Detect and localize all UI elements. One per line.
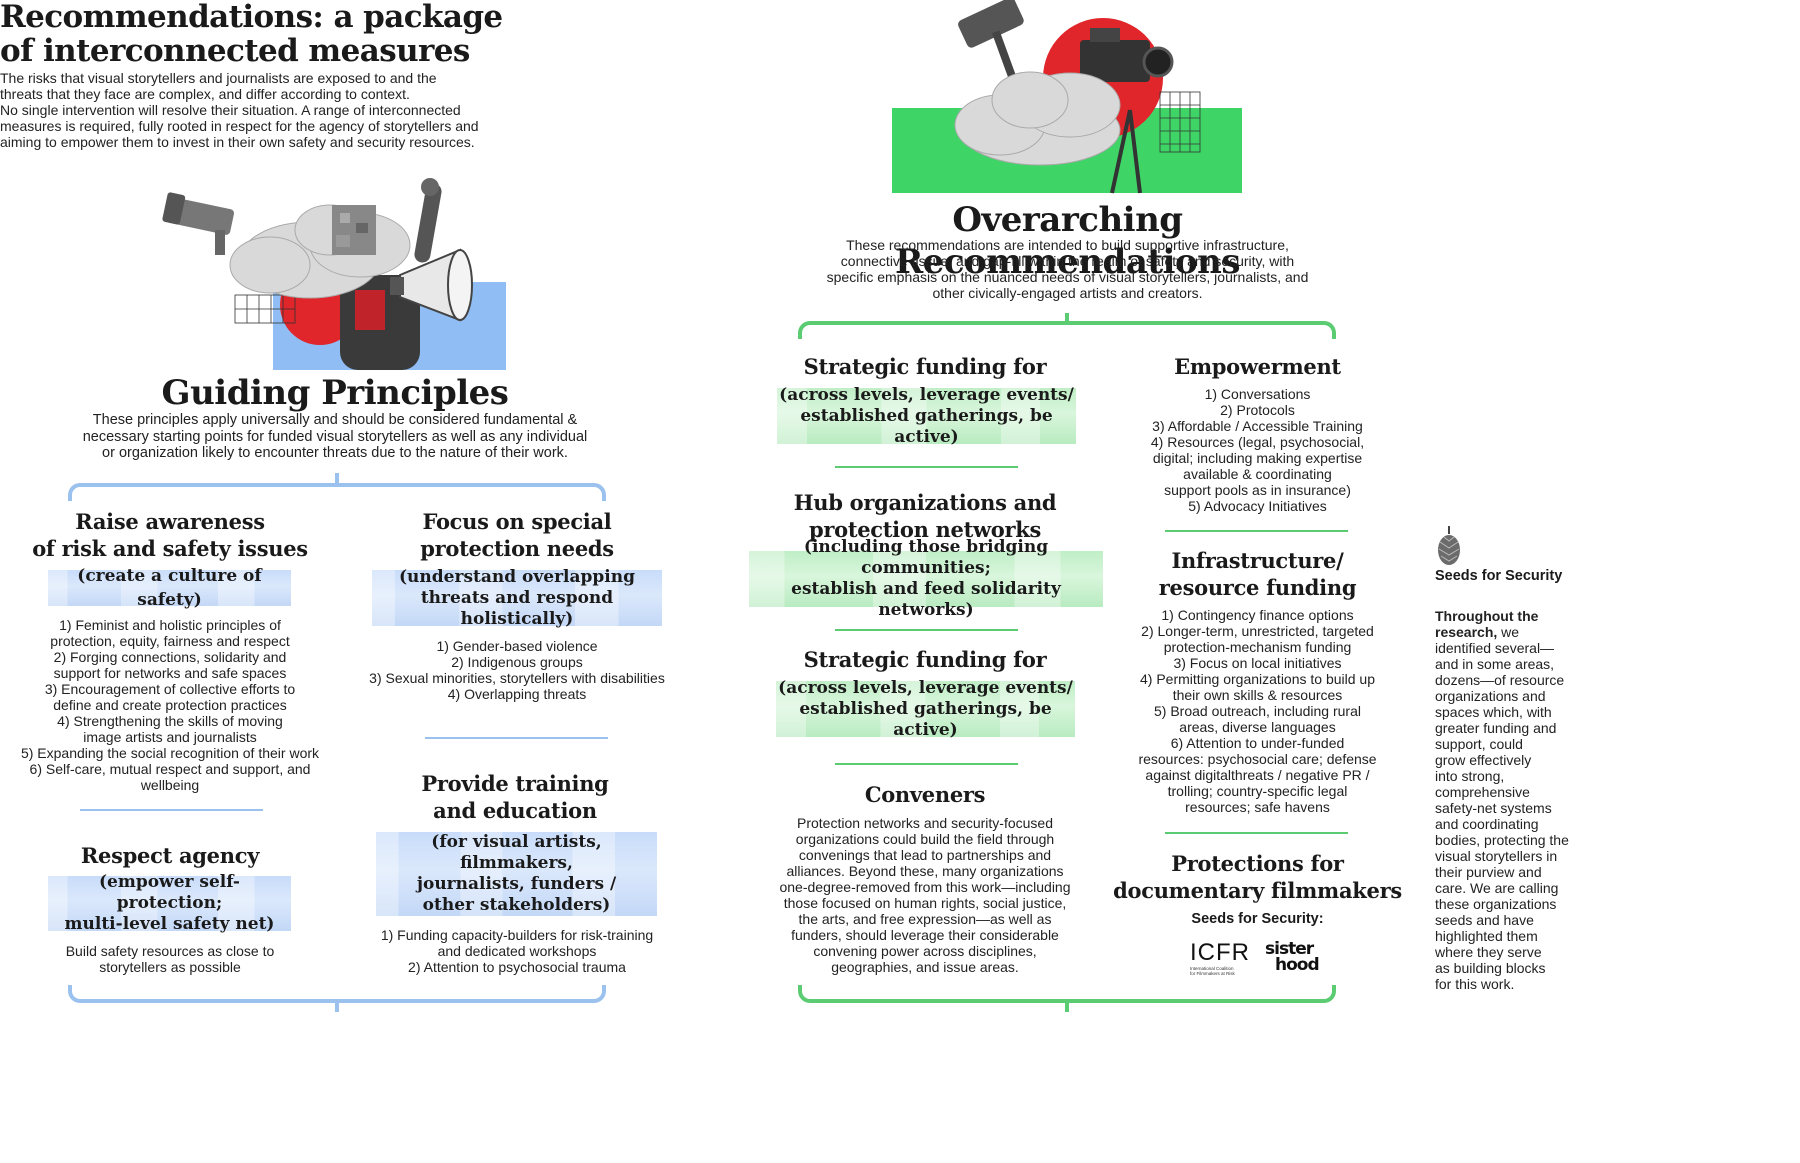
- cloud-icon: [954, 71, 1121, 166]
- page-title-line2: of interconnected measures: [0, 33, 470, 69]
- icfr-logo-subtext: International Coalition for Filmmakers a…: [1190, 966, 1235, 976]
- overarching-illustration: [890, 0, 1245, 195]
- video-camera-icon: [1080, 28, 1174, 194]
- hub-pill-text: (including those bridging communities; e…: [791, 537, 1061, 620]
- icfr-logo-text: ICFR: [1190, 939, 1250, 966]
- page-title-line1: Recommendations: a package: [0, 0, 503, 35]
- sisterhood-logo-top: sister: [1265, 939, 1314, 959]
- sisterhood-logo-bottom: hood: [1275, 955, 1320, 975]
- megaphone-icon: [390, 248, 473, 322]
- training-title: Provide training and education: [421, 771, 609, 823]
- training-list: 1) Funding capacity-builders for risk-tr…: [380, 927, 654, 975]
- overarching-divider-1: [835, 466, 1018, 468]
- respect-agency-pill-text: (empower self-protection; multi-level sa…: [64, 872, 275, 934]
- conveners-body: Protection networks and security-focused…: [779, 815, 1071, 975]
- overarching-divider-3: [835, 763, 1018, 765]
- infrastructure-list: 1) Contingency finance options 2) Longer…: [1138, 607, 1377, 815]
- strategic-funding-pill-2: (across levels, leverage events/ establi…: [776, 678, 1075, 740]
- respect-agency-pill: (empower self-protection; multi-level sa…: [48, 872, 291, 934]
- sidebar-lead: Throughout the research,: [1435, 608, 1539, 640]
- guiding-bracket-bottom-stem: [335, 1000, 339, 1012]
- overarching-intro: These recommendations are intended to bu…: [826, 237, 1309, 301]
- overarching-bracket-bottom-stem: [1065, 1000, 1069, 1012]
- overarching-bracket-top-stem: [1065, 313, 1069, 325]
- raise-awareness-pill: (create a culture of safety): [48, 566, 291, 610]
- infrastructure-title: Infrastructure/ resource funding: [1158, 548, 1357, 600]
- overarching-divider-right-2: [1165, 832, 1348, 834]
- respect-agency-title: Respect agency: [80, 843, 260, 868]
- sidebar-text: Throughout the research, we identified s…: [1435, 592, 1575, 992]
- raise-awareness-title: Raise awareness of risk and safety issue…: [32, 509, 308, 561]
- focus-list: 1) Gender-based violence 2) Indigenous g…: [369, 638, 665, 702]
- guiding-bracket-top: [68, 483, 606, 501]
- overarching-divider-right-1: [1165, 530, 1348, 532]
- person-figure: [340, 178, 442, 370]
- strategic-funding-pill-1: (across levels, leverage events/ establi…: [777, 385, 1076, 447]
- security-camera-icon: [162, 192, 235, 255]
- sisterhood-logo: sister hood: [1265, 941, 1329, 977]
- pixelated-face: [332, 205, 376, 255]
- training-pill-text: (for visual artists, filmmakers, journal…: [416, 832, 617, 915]
- hub-title: Hub organizations and protection network…: [793, 490, 1057, 542]
- overarching-title: Overarching Recommendations: [894, 200, 1241, 282]
- overarching-divider-2: [835, 629, 1018, 631]
- guiding-title: Guiding Principles: [161, 373, 509, 413]
- icfr-logo: ICFR International Coalition for Filmmak…: [1190, 940, 1254, 980]
- grid-pattern: [1159, 91, 1201, 153]
- training-pill: (for visual artists, filmmakers, journal…: [376, 832, 657, 916]
- conveners-title: Conveners: [864, 782, 986, 807]
- focus-title: Focus on special protection needs: [420, 509, 614, 561]
- focus-pill: (understand overlapping threats and resp…: [372, 567, 662, 629]
- sidebar-body: identified several— and in some areas, d…: [1435, 640, 1569, 992]
- pinecone-icon: [1436, 526, 1462, 566]
- seeds-label: Seeds for Security:: [1191, 911, 1324, 927]
- raise-awareness-pill-text: (create a culture of safety): [77, 566, 262, 610]
- sidebar-title: Seeds for Security: [1435, 568, 1563, 584]
- guiding-illustration: [160, 175, 510, 370]
- strategic-funding-pill-2-text: (across levels, leverage events/ establi…: [778, 677, 1073, 740]
- empowerment-list: 1) Conversations 2) Protocols 3) Afforda…: [1150, 386, 1365, 514]
- respect-agency-text: Build safety resources as close to story…: [65, 943, 275, 975]
- guiding-bracket-top-stem: [335, 473, 339, 485]
- protections-title: Protections for documentary filmmakers: [1113, 851, 1402, 903]
- sidebar-lead-after: we: [1497, 624, 1520, 640]
- hub-pill: (including those bridging communities; e…: [749, 537, 1103, 620]
- strategic-funding-pill-1-text: (across levels, leverage events/ establi…: [779, 384, 1074, 447]
- page-title: Recommendations: a package of interconne…: [0, 0, 560, 68]
- empowerment-title: Empowerment: [1174, 354, 1341, 379]
- guiding-intro: These principles apply universally and s…: [82, 412, 588, 461]
- guiding-divider-right: [425, 737, 608, 739]
- grid-pattern: [234, 294, 296, 324]
- raise-awareness-list: 1) Feminist and holistic principles of p…: [20, 617, 320, 793]
- focus-pill-text: (understand overlapping threats and resp…: [399, 566, 635, 629]
- intro-text: The risks that visual storytellers and j…: [0, 70, 479, 150]
- guiding-divider-left: [80, 809, 263, 811]
